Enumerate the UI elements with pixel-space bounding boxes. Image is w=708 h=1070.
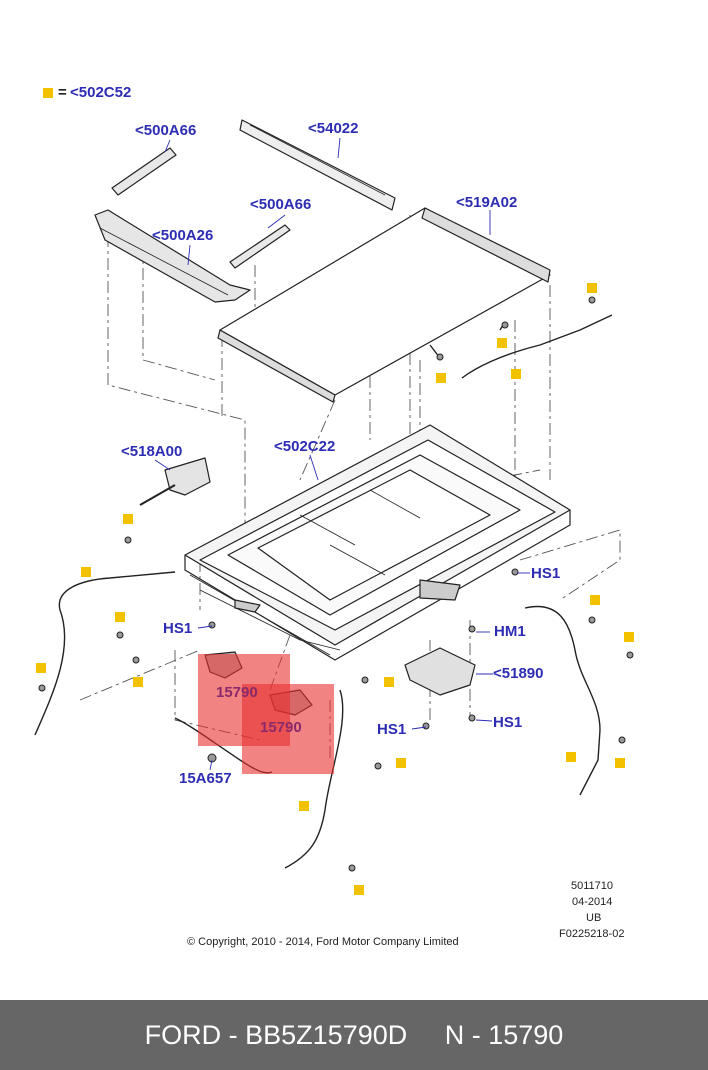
- marker-502C52: [354, 885, 364, 895]
- part-footer-bar: FORD - BB5Z15790D N - 15790: [0, 1000, 708, 1070]
- trim-strip-500A66: [111, 147, 177, 196]
- marker-502C52: [384, 677, 394, 687]
- legend-label: <502C52: [70, 84, 132, 101]
- label-leaders: [154, 137, 530, 771]
- label-hs1-bottom-left: HS1: [377, 721, 407, 738]
- shield-51890: [404, 647, 476, 696]
- marker-502C52: [36, 663, 46, 673]
- label-500A66-top: <500A66: [135, 122, 197, 139]
- label-hs1-left: HS1: [163, 620, 193, 637]
- front-rail-500A26: [94, 209, 251, 303]
- label-518A00: <518A00: [121, 443, 183, 460]
- doc-region: UB: [586, 912, 602, 924]
- marker-502C52: [590, 595, 600, 605]
- label-51890: <51890: [493, 665, 544, 682]
- fasteners: [38, 296, 634, 872]
- marker-502C52: [299, 801, 309, 811]
- marker-502C52: [115, 612, 125, 622]
- marker-502C52: [624, 632, 634, 642]
- legend-marker: [43, 88, 53, 98]
- marker-502C52: [396, 758, 406, 768]
- label-15790-a: 15790: [216, 684, 258, 701]
- marker-502C52: [436, 373, 446, 383]
- label-502C22: <502C22: [274, 438, 336, 455]
- legend-equals: =: [58, 84, 67, 101]
- sunroof-exploded-view: [34, 119, 634, 872]
- label-519A02: <519A02: [456, 194, 518, 211]
- label-hm1: HM1: [494, 623, 526, 640]
- trim-strip-500A66-b: [229, 224, 291, 269]
- doc-figure-id: F0225218-02: [559, 928, 625, 940]
- label-15790-b: 15790: [260, 719, 302, 736]
- bracket-518A00: [164, 457, 211, 496]
- marker-502C52: [497, 338, 507, 348]
- sunroof-frame-502C22: [184, 424, 571, 661]
- label-54022: <54022: [308, 120, 359, 137]
- marker-502C52: [133, 677, 143, 687]
- wind-deflector-54022: [239, 119, 396, 211]
- doc-number: 5011710: [571, 880, 614, 892]
- marker-502C52: [566, 752, 576, 762]
- highlight-box-15790-b: [242, 684, 334, 774]
- marker-502C52: [123, 514, 133, 524]
- part-footer-text: FORD - BB5Z15790D N - 15790: [144, 1019, 564, 1050]
- parts-diagram: = <502C52 <500A66 <54022 <500A66 <500A26…: [34, 84, 634, 948]
- copyright: © Copyright, 2010 - 2014, Ford Motor Com…: [187, 936, 459, 948]
- label-hs1-right: HS1: [531, 565, 561, 582]
- label-500A26: <500A26: [152, 227, 214, 244]
- label-hs1-bottom-right: HS1: [493, 714, 523, 731]
- marker-502C52: [81, 567, 91, 577]
- label-15A657: 15A657: [179, 770, 232, 787]
- marker-502C52: [587, 283, 597, 293]
- marker-502C52: [511, 369, 521, 379]
- marker-502C52: [615, 758, 625, 768]
- label-500A66-mid: <500A66: [250, 196, 312, 213]
- doc-date: 04-2014: [572, 896, 613, 908]
